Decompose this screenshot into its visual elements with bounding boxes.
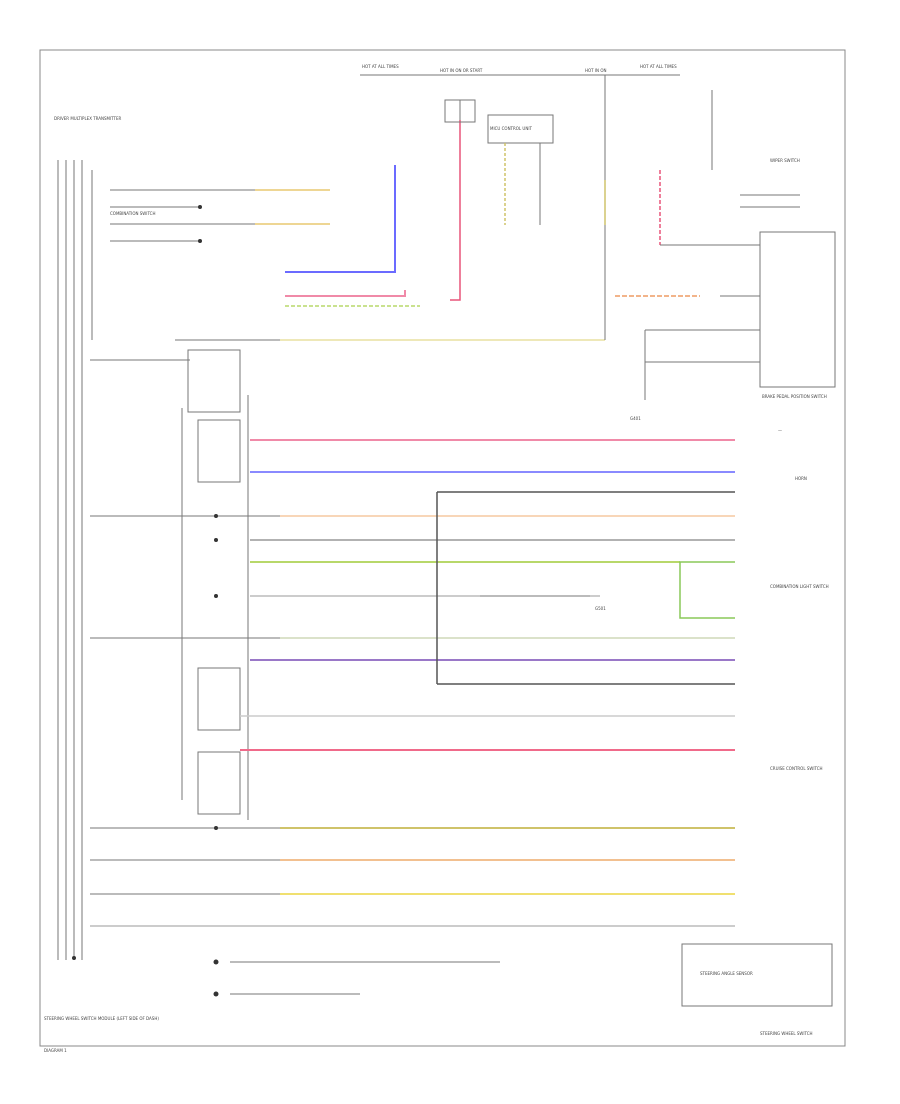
switch-module xyxy=(181,349,249,820)
diagram-footer: DIAGRAM 1 xyxy=(44,1048,67,1053)
power-feed-1-label: HOT AT ALL TIMES xyxy=(362,64,399,69)
ground-ref-1: G401 xyxy=(630,416,641,421)
brake-label: BRAKE PEDAL POSITION SWITCH xyxy=(762,394,827,399)
right-label-1: — xyxy=(778,428,782,433)
bottom-left-ref: STEERING WHEEL SWITCH MODULE (LEFT SIDE … xyxy=(44,1016,159,1021)
power-feed-3-label: HOT IN ON xyxy=(585,68,606,73)
connector-dots xyxy=(72,205,219,997)
horn-label: HORN xyxy=(795,476,807,481)
control-unit-label: MICU CONTROL UNIT xyxy=(490,126,533,131)
power-feeds: HOT AT ALL TIMES HOT IN ON OR START HOT … xyxy=(360,64,680,76)
wire-pink-feed xyxy=(285,290,406,297)
bottom-right-box xyxy=(681,943,833,1007)
wire-blue-feed xyxy=(285,165,396,273)
top-left-ref: DRIVER MULTIPLEX TRANSMITTER xyxy=(54,116,122,121)
wiper-label: WIPER SWITCH xyxy=(770,158,800,163)
steering-angle-label: STEERING ANGLE SENSOR xyxy=(700,971,753,976)
upper-switch-wires xyxy=(90,189,605,361)
cruise-label: CRUISE CONTROL SWITCH xyxy=(770,766,823,771)
ground-ref-2: G501 xyxy=(595,606,606,611)
power-feed-2-label: HOT IN ON OR START xyxy=(440,68,483,73)
main-wires xyxy=(90,439,735,995)
right-labels: — HORN COMBINATION LIGHT SWITCH CRUISE C… xyxy=(700,158,829,976)
right-switch-box xyxy=(759,231,836,388)
bottom-right-ref: STEERING WHEEL SWITCH xyxy=(760,1031,813,1036)
left-bus xyxy=(57,160,93,960)
combination-switch-label: COMBINATION SWITCH xyxy=(110,211,155,216)
power-feed-4-label: HOT AT ALL TIMES xyxy=(640,64,677,69)
diagram-border xyxy=(39,49,846,1047)
right-switch-wires xyxy=(644,194,800,400)
combination-ref-label: COMBINATION LIGHT SWITCH xyxy=(770,584,829,589)
